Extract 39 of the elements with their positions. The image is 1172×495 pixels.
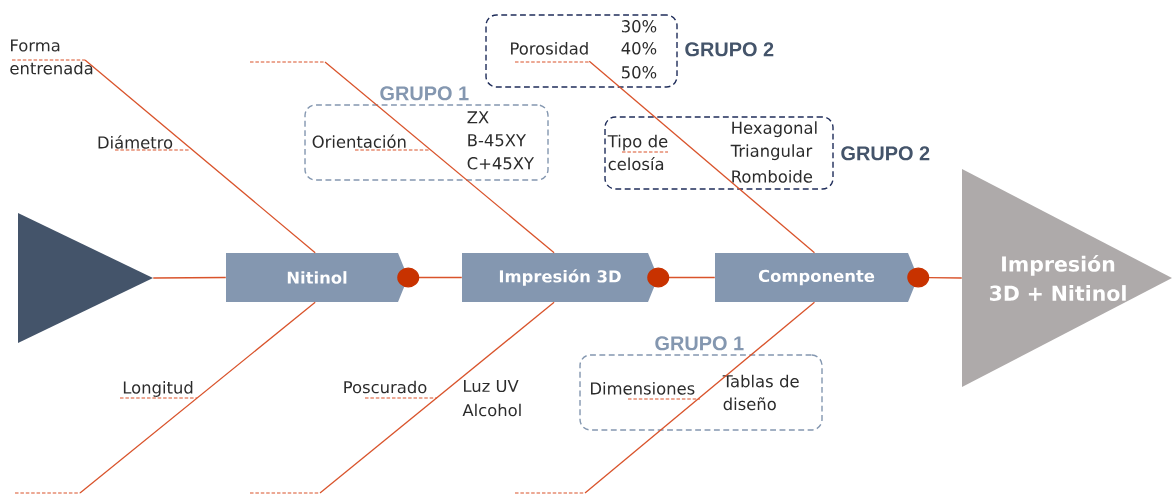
value-text: Triangular — [730, 144, 813, 161]
value-text: 30% — [621, 20, 657, 33]
tail-triangle — [18, 213, 153, 343]
group-label: GRUPO 2 — [685, 42, 774, 57]
value-text: 50% — [622, 66, 657, 79]
group-label: GRUPO 2 — [841, 146, 930, 161]
spine-line — [397, 267, 463, 288]
value-text: Alcohol — [462, 403, 521, 417]
cause-label: Porosidad — [511, 41, 591, 63]
bone-line — [319, 301, 555, 494]
bone-line — [584, 301, 816, 494]
value-text: ZX — [467, 111, 489, 124]
spine-line — [647, 267, 716, 288]
group-label: GRUPO 1 — [655, 336, 744, 351]
bone-line — [324, 61, 555, 254]
value-text: Romboide — [732, 169, 813, 183]
cause-label: Orientación — [312, 134, 431, 151]
cause-label: Poscurado — [344, 380, 438, 399]
category-box: Impresión 3D — [462, 253, 658, 302]
cause-label: Diámetro — [98, 135, 191, 151]
cause-label: Dimensiones — [591, 381, 701, 400]
value-text: Luz UV — [464, 379, 519, 393]
cause-label: Longitud — [119, 381, 198, 399]
spine-line — [907, 267, 963, 288]
bone-line — [588, 60, 816, 254]
value-text: C+45XY — [467, 157, 535, 170]
category-box: Nitinol — [226, 253, 408, 302]
value-text: B-45XY — [468, 134, 527, 147]
cause-label: Forma entrenada — [10, 39, 93, 75]
bone-line — [84, 59, 316, 254]
value-text: Hexagonal — [732, 121, 817, 138]
bone-line — [79, 301, 316, 494]
group-label: GRUPO 1 — [380, 86, 469, 101]
effect-triangle: Impresión 3D + Nitinol — [962, 169, 1172, 387]
spine-line — [152, 276, 227, 279]
value-text: 40% — [621, 42, 657, 55]
category-box: Componente — [715, 253, 918, 302]
cause-label: Tipo de celosía — [607, 134, 669, 171]
value-text: Tablas de diseño — [722, 374, 799, 411]
